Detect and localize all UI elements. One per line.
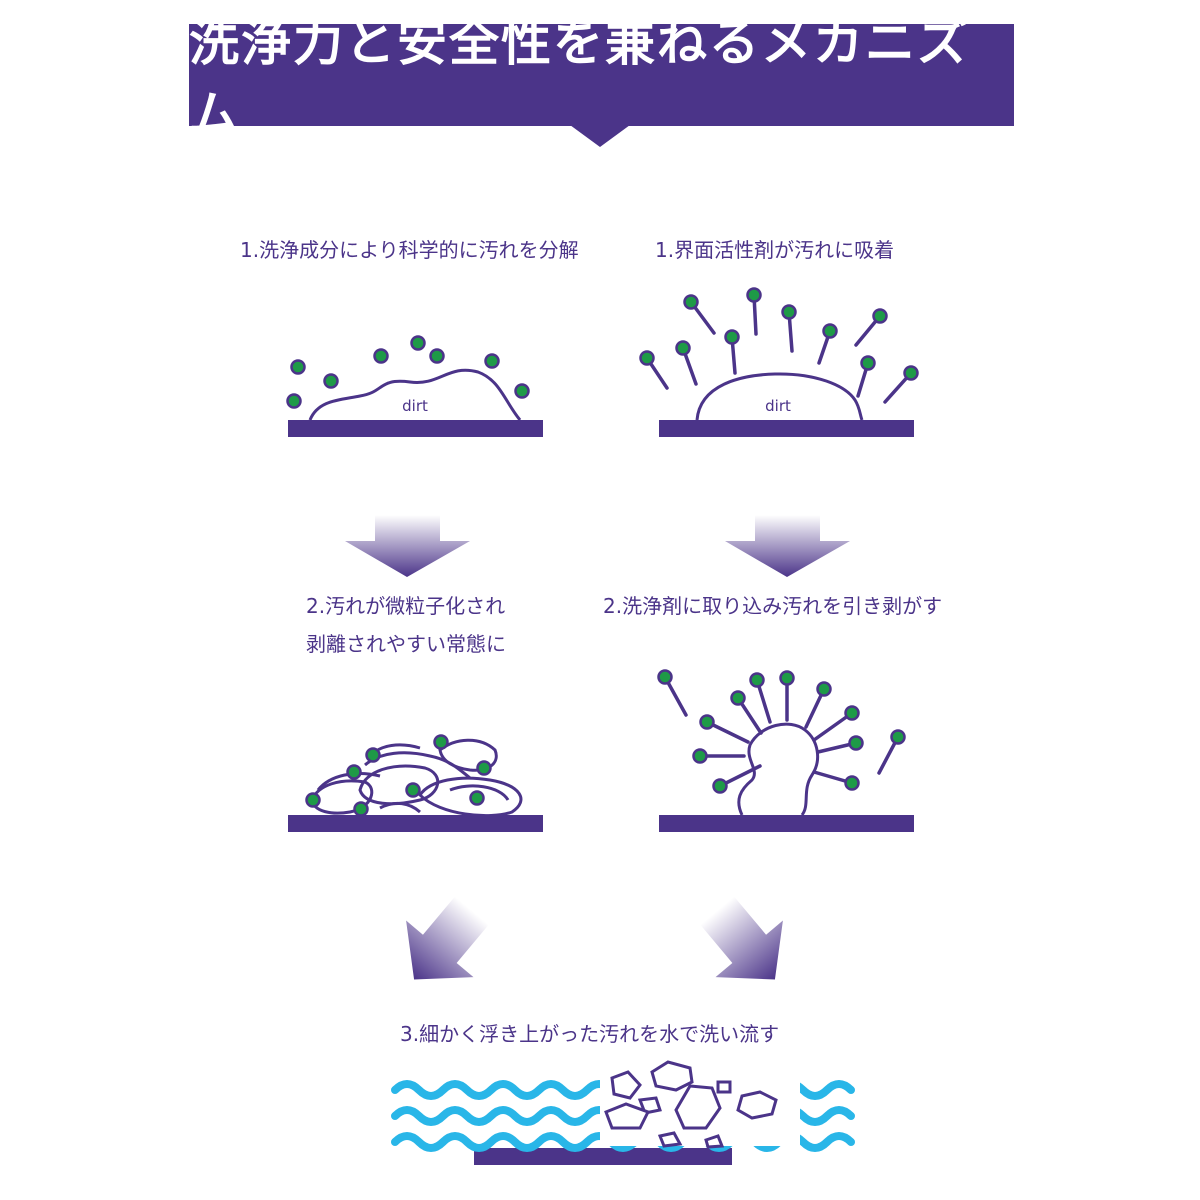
panel-left-1: dirt (286, 335, 543, 437)
particle (305, 792, 321, 808)
step-label-left-2a: 2.汚れが微粒子化され (306, 594, 506, 618)
surface-base (474, 1148, 732, 1165)
panel-final-3 (391, 1060, 855, 1165)
particle (405, 782, 421, 798)
particle (346, 764, 362, 780)
surfactant-head (872, 308, 888, 324)
surfactant-head (779, 670, 795, 686)
surfactant-tails (663, 675, 900, 788)
surfactant-head (724, 329, 740, 345)
surfactant-head (844, 775, 860, 791)
surfactant-heads (657, 669, 906, 794)
particle (286, 393, 302, 409)
surfactant-head (712, 778, 728, 794)
title-banner: 洗浄力と安全性を兼ねるメカニズム (189, 14, 1014, 144)
particle (476, 760, 492, 776)
surfactant-head (781, 304, 797, 320)
surfactant-head (683, 294, 699, 310)
dirt-outline (695, 372, 864, 421)
step-label-right-1: 1.界面活性剤が汚れに吸着 (655, 238, 895, 262)
dirt-label: dirt (765, 397, 791, 415)
surfactant-head (890, 729, 906, 745)
surface-base (288, 815, 543, 832)
surfactant-head (822, 323, 838, 339)
surfactant-head (730, 690, 746, 706)
surfactant-head (657, 669, 673, 685)
particle (410, 335, 426, 351)
dirt-lump-outline (737, 722, 820, 816)
surfactant-head (816, 681, 832, 697)
panel-right-2 (657, 669, 914, 832)
particle (373, 348, 389, 364)
surfactant-head (699, 714, 715, 730)
particle (484, 353, 500, 369)
step-label-final-3: 3.細かく浮き上がった汚れを水で洗い流す (400, 1022, 780, 1046)
down-arrow-icon (345, 515, 470, 577)
surfactant-head (746, 287, 762, 303)
surfactant-heads (639, 287, 919, 381)
down-arrow-icon (725, 515, 850, 577)
floating-dirt-fragments (604, 1060, 778, 1149)
banner-pointer (570, 125, 630, 147)
panel-left-2 (288, 734, 543, 832)
surfactant-head (860, 355, 876, 371)
dirt-fragments (310, 738, 523, 818)
surface-base (288, 420, 543, 437)
particle (433, 734, 449, 750)
particle (429, 348, 445, 364)
particle (290, 359, 306, 375)
surfactant-head (749, 672, 765, 688)
step-label-right-2: 2.洗浄剤に取り込み汚れを引き剥がす (603, 594, 943, 618)
bound-particles (305, 734, 492, 817)
surfactant-head (844, 705, 860, 721)
cleaning-particles (286, 335, 530, 409)
surfactant-head (903, 365, 919, 381)
diagonal-arrow-right-icon (700, 896, 783, 980)
dirt-outline (308, 368, 522, 421)
particle (353, 801, 369, 817)
particle (365, 747, 381, 763)
dirt-label: dirt (402, 397, 428, 415)
particle (323, 373, 339, 389)
particle (469, 790, 485, 806)
surface-base (659, 420, 914, 437)
surfactant-head (639, 350, 655, 366)
step-label-left-1: 1.洗浄成分により科学的に汚れを分解 (240, 238, 579, 262)
diagonal-arrow-left-icon (406, 896, 489, 980)
surface-base (659, 815, 914, 832)
panel-right-1: dirt (639, 287, 919, 437)
step-label-left-2b: 剥離されやすい常態に (306, 632, 506, 656)
surfactant-head (692, 748, 708, 764)
page-title: 洗浄力と安全性を兼ねるメカニズム (189, 14, 969, 144)
particle (514, 383, 530, 399)
surfactant-head (675, 340, 691, 356)
surfactant-head (848, 735, 864, 751)
